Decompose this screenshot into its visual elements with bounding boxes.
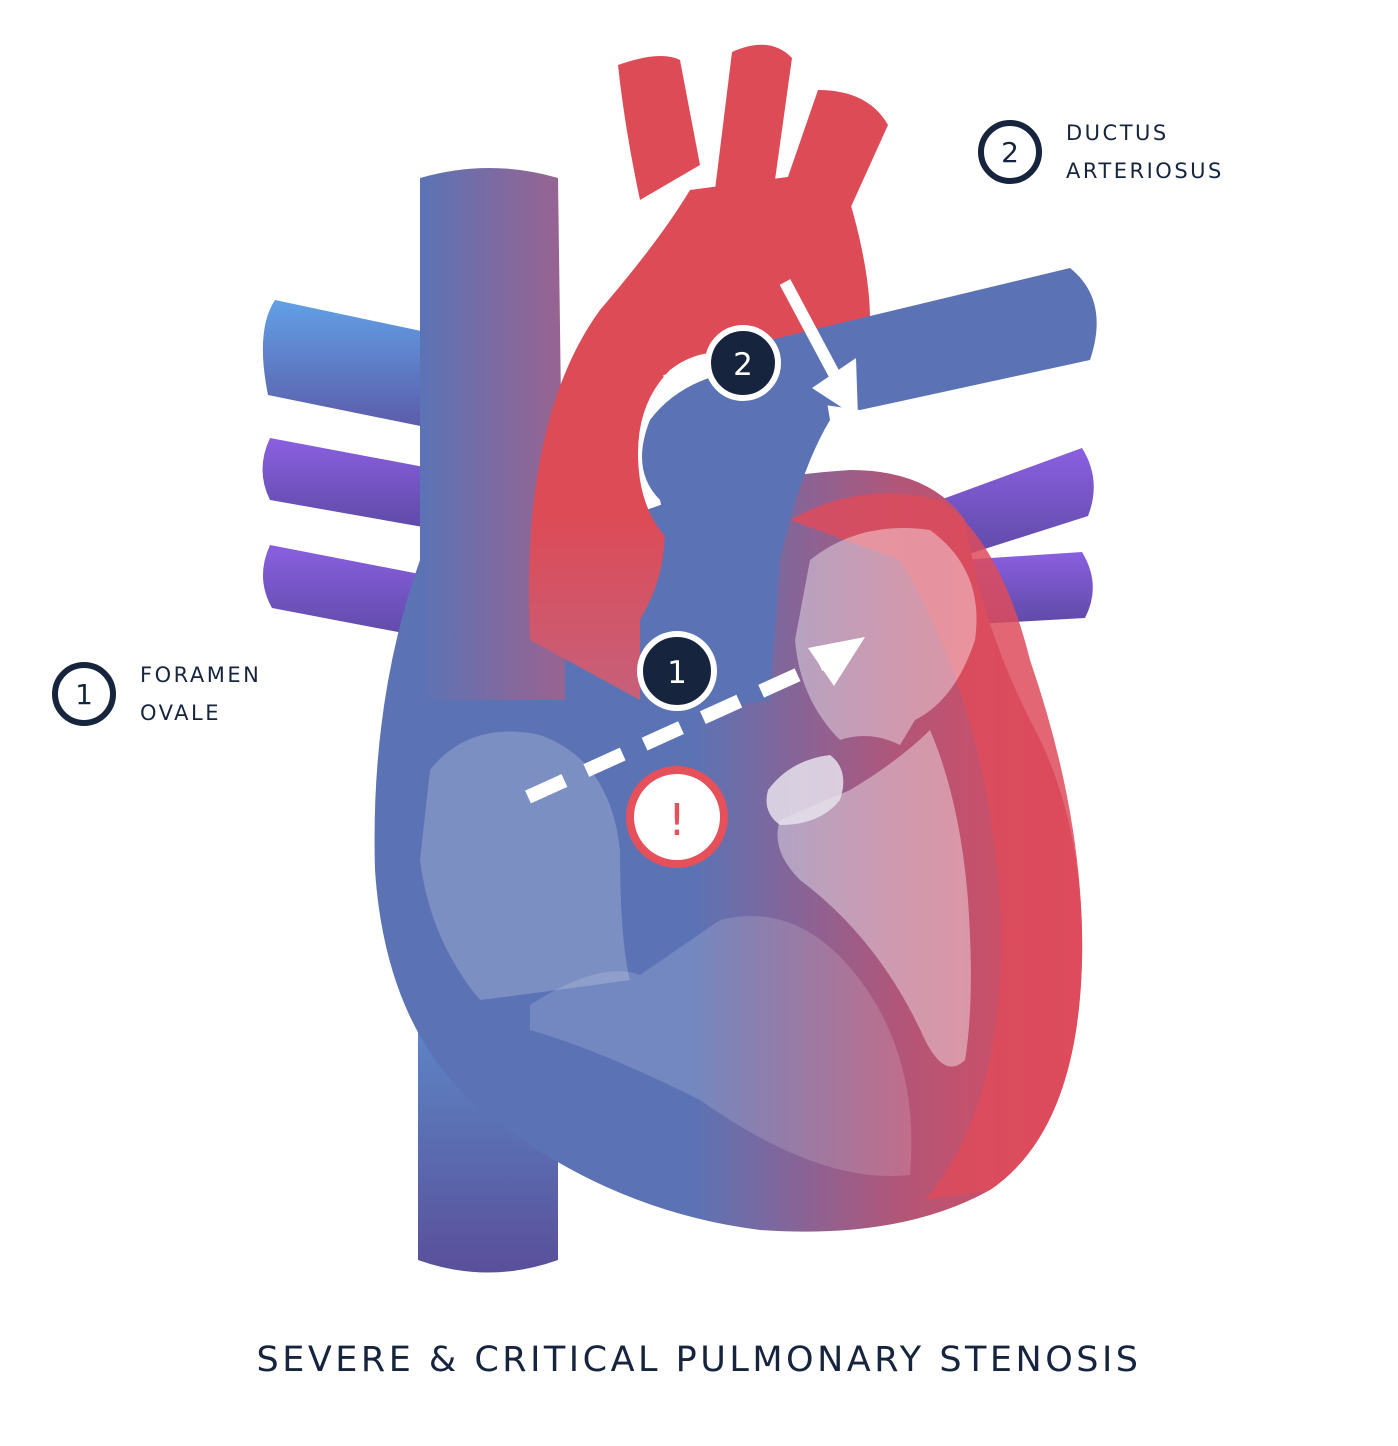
legend-foramen-ovale: 1 FORAMEN OVALE bbox=[52, 656, 261, 732]
legend-number-badge: 2 bbox=[978, 120, 1042, 184]
left-ventricle bbox=[790, 493, 1083, 1200]
left-subclavian-artery bbox=[780, 90, 888, 220]
left-atrium bbox=[795, 528, 977, 745]
brachiocephalic-artery bbox=[618, 56, 700, 200]
aorta bbox=[528, 44, 888, 700]
left-pulmonary-vessels bbox=[262, 300, 440, 640]
right-ventricle bbox=[530, 916, 912, 1177]
right-atrium bbox=[420, 731, 630, 1000]
right-upper-vein bbox=[940, 448, 1094, 560]
left-lower-vein bbox=[262, 545, 440, 640]
mitral-valve bbox=[766, 755, 844, 825]
ductus-arteriosus-flow-arrow bbox=[779, 279, 858, 418]
stenosis-warning-marker: ! bbox=[626, 766, 728, 868]
legend-ductus-arteriosus: 2 DUCTUS ARTERIOSUS bbox=[978, 114, 1224, 190]
legend-number-badge: 1 bbox=[52, 662, 116, 726]
foramen-ovale-flow-arrow bbox=[525, 637, 865, 804]
pulmonary-trunk bbox=[640, 360, 830, 720]
left-ventricle-chamber bbox=[777, 730, 971, 1067]
left-middle-vein bbox=[262, 438, 440, 530]
foramen-marker-number: 1 bbox=[667, 655, 687, 691]
legend-label-line: ARTERIOSUS bbox=[1066, 159, 1224, 183]
legend-label-line: FORAMEN bbox=[140, 663, 262, 687]
legend-label: DUCTUS ARTERIOSUS bbox=[1066, 114, 1224, 190]
ductus-arteriosus-marker: 2 bbox=[663, 325, 781, 401]
ductus-marker-number: 2 bbox=[733, 347, 753, 383]
aortic-arch bbox=[528, 170, 870, 700]
left-carotid-artery bbox=[715, 44, 792, 191]
diagram-title: SEVERE & CRITICAL PULMONARY STENOSIS bbox=[256, 1340, 1142, 1380]
legend-label-line: DUCTUS bbox=[1066, 121, 1169, 145]
legend-label-line: OVALE bbox=[140, 701, 222, 725]
foramen-ovale-marker: 1 bbox=[637, 631, 717, 711]
warning-icon: ! bbox=[668, 795, 686, 846]
superior-vena-cava bbox=[420, 168, 565, 700]
left-upper-vessel bbox=[262, 300, 440, 430]
legend-label: FORAMEN OVALE bbox=[140, 656, 261, 732]
